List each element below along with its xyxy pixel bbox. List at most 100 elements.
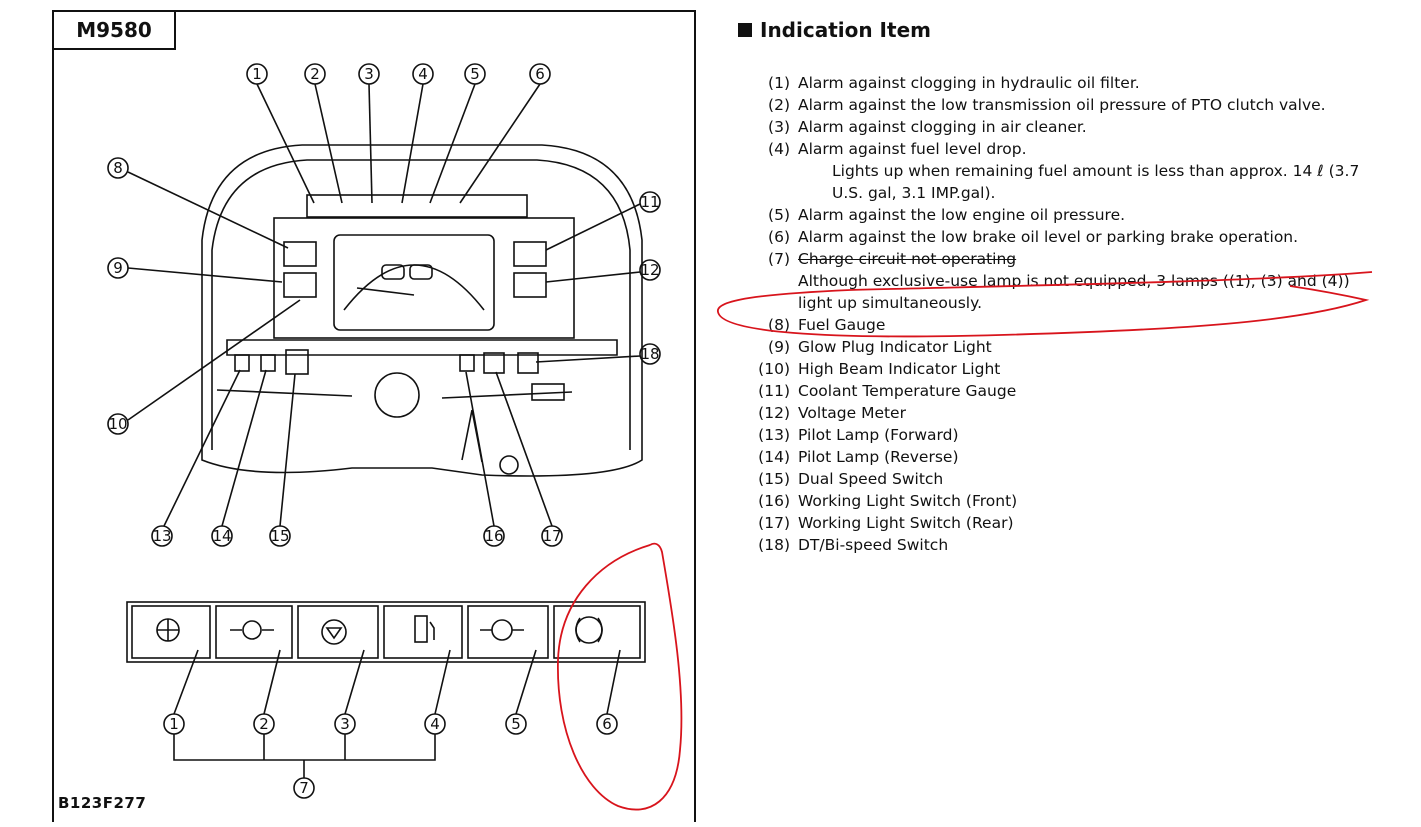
callout-label: 1 bbox=[252, 65, 262, 83]
callout-label: 6 bbox=[535, 65, 545, 83]
heading-square-icon bbox=[738, 23, 752, 37]
item-number: (11) bbox=[758, 382, 790, 400]
list-item: (1) Alarm against clogging in hydraulic o… bbox=[748, 72, 1368, 94]
list-item: (2) Alarm against the low transmission oi… bbox=[748, 94, 1368, 116]
item-text: Fuel Gauge bbox=[798, 316, 886, 334]
voltage-meter bbox=[513, 272, 547, 298]
list-item: (8) Fuel Gauge bbox=[748, 314, 1368, 336]
item-text: Alarm against the low transmission oil p… bbox=[798, 96, 1326, 114]
callout-label: 13 bbox=[152, 527, 171, 545]
hydraulic-filter-icon bbox=[156, 618, 180, 642]
item-number: (13) bbox=[758, 426, 790, 444]
lamp-callout-label: 1 bbox=[169, 715, 179, 733]
callouts-top bbox=[246, 63, 551, 85]
callout-label: 3 bbox=[364, 65, 374, 83]
air-cleaner-icon bbox=[321, 619, 347, 645]
callout-label: 2 bbox=[310, 65, 320, 83]
callout-label: 16 bbox=[484, 527, 503, 545]
callout-label: 17 bbox=[542, 527, 561, 545]
item-text: Alarm against clogging in air cleaner. bbox=[798, 118, 1087, 136]
item-text: Working Light Switch (Rear) bbox=[798, 514, 1014, 532]
item-number: (7) bbox=[768, 250, 790, 268]
list-item: (9) Glow Plug Indicator Light bbox=[748, 336, 1368, 358]
list-item: (14) Pilot Lamp (Reverse) bbox=[748, 446, 1368, 468]
lamp-callout-label: 6 bbox=[602, 715, 612, 733]
item-number: (5) bbox=[768, 206, 790, 224]
item-text: Glow Plug Indicator Light bbox=[798, 338, 992, 356]
engine-oil-icon bbox=[480, 619, 524, 641]
item-number: (10) bbox=[758, 360, 790, 378]
item-number: (12) bbox=[758, 404, 790, 422]
list-item: (5) Alarm against the low engine oil pres… bbox=[748, 204, 1368, 226]
item-text: Pilot Lamp (Reverse) bbox=[798, 448, 959, 466]
list-item: (13) Pilot Lamp (Forward) bbox=[748, 424, 1368, 446]
item-number: (3) bbox=[768, 118, 790, 136]
pto-pressure-icon bbox=[230, 620, 274, 640]
item-note: Although exclusive-use lamp is not equip… bbox=[798, 272, 1350, 312]
callout-label: 14 bbox=[212, 527, 231, 545]
tachometer bbox=[333, 234, 495, 331]
item-text: High Beam Indicator Light bbox=[798, 360, 1001, 378]
model-label: M9580 bbox=[52, 10, 176, 50]
item-number: (18) bbox=[758, 536, 790, 554]
list-item: (11) Coolant Temperature Gauge bbox=[748, 380, 1368, 402]
brake-oil-icon bbox=[575, 616, 603, 644]
callout-label: 9 bbox=[113, 259, 123, 277]
instrument-panel-diagram: 1 2 3 4 5 6 8 9 10 11 12 18 13 14 15 16 … bbox=[107, 63, 661, 799]
callout-label: 18 bbox=[640, 345, 659, 363]
item-text: Working Light Switch (Front) bbox=[798, 492, 1018, 510]
item-number: (8) bbox=[768, 316, 790, 334]
list-item: (18) DT/Bi-speed Switch bbox=[748, 534, 1368, 556]
item-text: Alarm against the low brake oil level or… bbox=[798, 228, 1299, 246]
lamp-legend-panel bbox=[126, 601, 646, 663]
callout-label: 4 bbox=[418, 65, 428, 83]
item-text: Alarm against fuel level drop. bbox=[798, 140, 1027, 158]
lamp-callout-label: 3 bbox=[340, 715, 350, 733]
callout-label: 5 bbox=[470, 65, 480, 83]
warning-lamp-strip bbox=[306, 194, 528, 218]
list-item: (4)Alarm against fuel level drop.Lights … bbox=[748, 138, 1368, 204]
item-text: Voltage Meter bbox=[798, 404, 906, 422]
callout-label: 12 bbox=[640, 261, 659, 279]
item-number: (9) bbox=[768, 338, 790, 356]
group-bracket bbox=[173, 734, 436, 778]
item-note: Lights up when remaining fuel amount is … bbox=[832, 162, 1360, 202]
item-number: (2) bbox=[768, 96, 790, 114]
lamp-callout-label: 4 bbox=[430, 715, 440, 733]
item-text: DT/Bi-speed Switch bbox=[798, 536, 949, 554]
item-number: (1) bbox=[768, 74, 790, 92]
item-text: Dual Speed Switch bbox=[798, 470, 944, 488]
group-callout-label: 7 bbox=[299, 779, 309, 797]
figure-code: B123F277 bbox=[58, 794, 147, 812]
glow-plug-indicator bbox=[283, 272, 317, 298]
item-text: Alarm against clogging in hydraulic oil … bbox=[798, 74, 1140, 92]
item-text: Alarm against the low engine oil pressur… bbox=[798, 206, 1126, 224]
meter-panel bbox=[273, 217, 575, 339]
callout-label: 10 bbox=[108, 415, 127, 433]
fuel-level-icon bbox=[414, 615, 435, 643]
section-heading-text: Indication Item bbox=[760, 18, 931, 42]
lamp-callout-label: 5 bbox=[511, 715, 521, 733]
steering-column bbox=[374, 372, 420, 418]
lamp-callout-label: 2 bbox=[259, 715, 269, 733]
dashboard-outline bbox=[201, 144, 643, 477]
figure-frame bbox=[52, 10, 696, 822]
item-number: (6) bbox=[768, 228, 790, 246]
callout-label: 11 bbox=[640, 193, 659, 211]
item-text: Charge circuit not operating bbox=[798, 250, 1017, 268]
callout-label: 15 bbox=[270, 527, 289, 545]
list-item: (12) Voltage Meter bbox=[748, 402, 1368, 424]
item-number: (14) bbox=[758, 448, 790, 466]
list-item: (17)Working Light Switch (Rear) bbox=[748, 512, 1368, 534]
dual-speed-switch bbox=[285, 349, 309, 375]
list-item: (15)Dual Speed Switch bbox=[748, 468, 1368, 490]
item-text: Coolant Temperature Gauge bbox=[798, 382, 1017, 400]
callout-label: 8 bbox=[113, 159, 123, 177]
list-item: (3) Alarm against clogging in air cleaner… bbox=[748, 116, 1368, 138]
item-text: Pilot Lamp (Forward) bbox=[798, 426, 959, 444]
indication-item-list: (1) Alarm against clogging in hydraulic o… bbox=[748, 72, 1368, 556]
item-number: (16) bbox=[758, 492, 790, 510]
list-item: (6) Alarm against the low brake oil level… bbox=[748, 226, 1368, 248]
list-item: (16) Working Light Switch (Front) bbox=[748, 490, 1368, 512]
